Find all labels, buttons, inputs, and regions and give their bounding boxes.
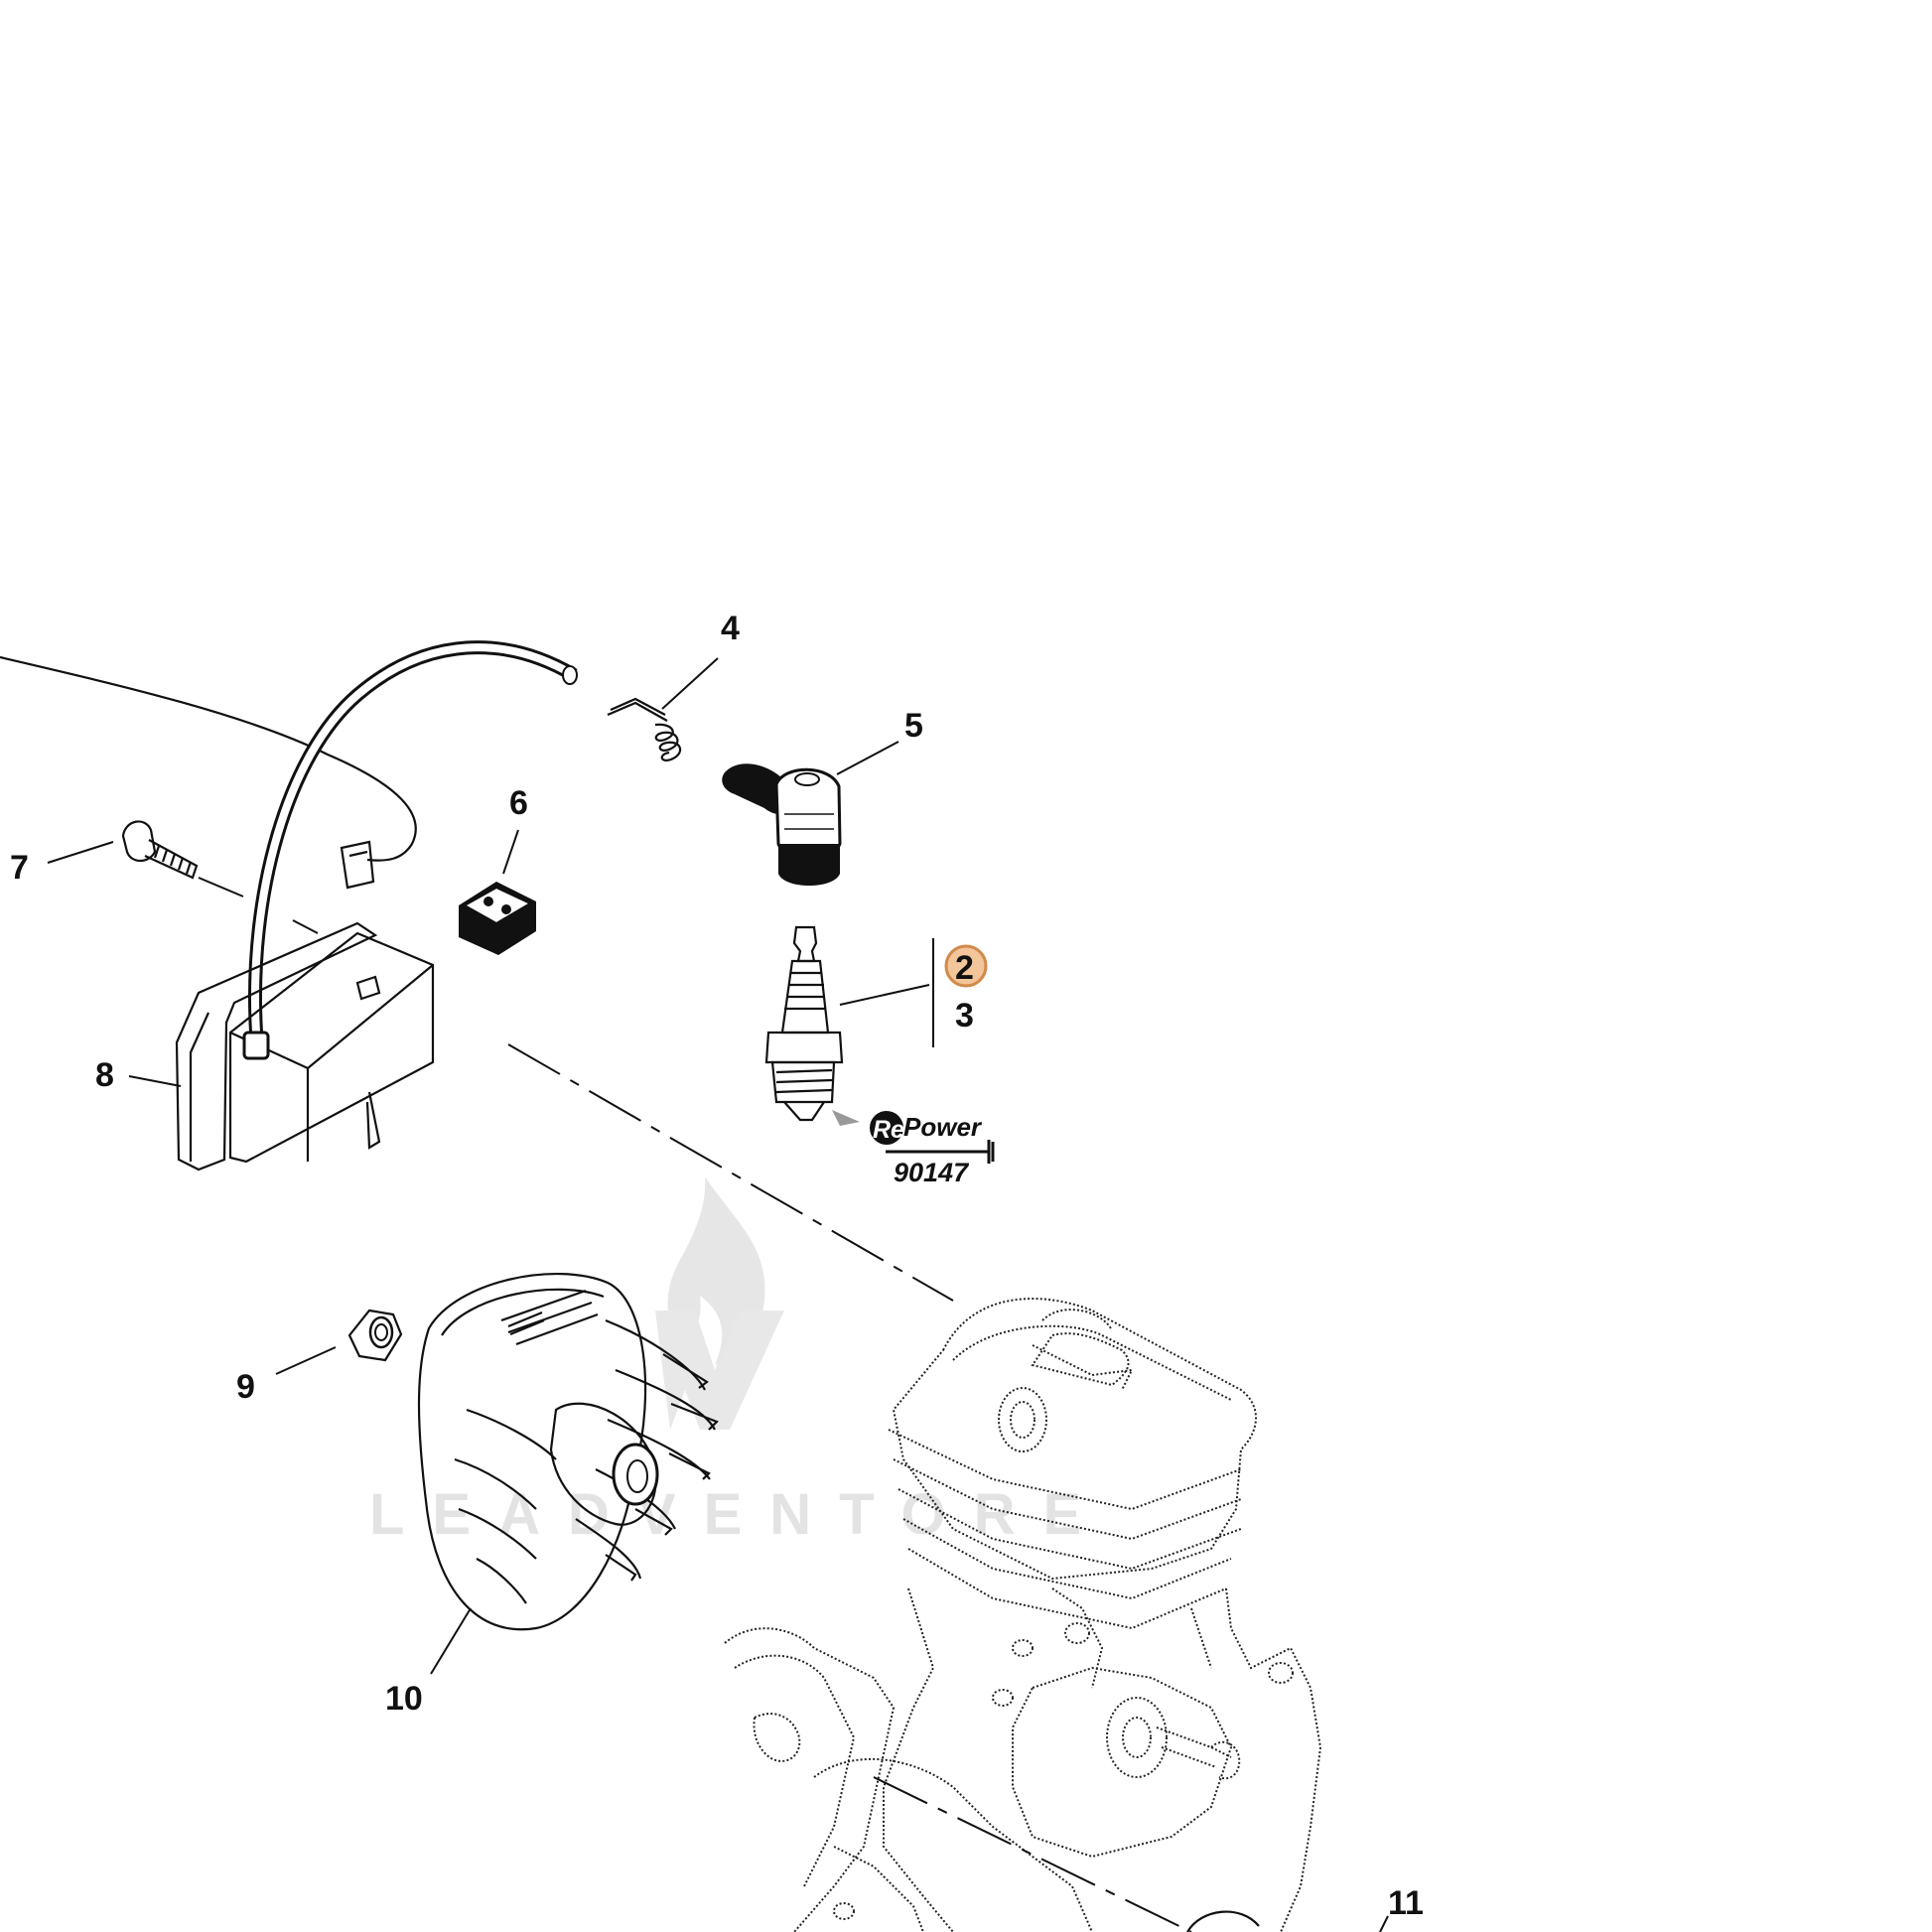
watermark: LEADVENTORE [369,1176,1109,1547]
callout-8[interactable]: 8 [95,1056,114,1094]
callout-2-highlight [944,944,988,988]
callout-11[interactable]: 11 [1388,1884,1424,1922]
repower-logo: Re Power 90147 [832,1110,995,1187]
leader-6 [502,829,519,875]
callout-4[interactable]: 4 [721,610,740,647]
callout-9[interactable]: 9 [236,1368,255,1406]
leader-11 [1379,1915,1389,1932]
repower-badge-icon [870,1111,903,1145]
spark-plug-part-2-3 [764,925,844,1122]
coil-lead-boot [242,1031,270,1060]
callout-7[interactable]: 7 [10,849,29,887]
grommet-part-6 [459,882,536,955]
ht-lead-end [562,665,578,685]
leader-8 [128,1075,182,1087]
leader-10 [430,1607,472,1675]
watermark-text: LEADVENTORE [369,1482,1109,1547]
ignition-coil-part-8 [175,921,435,1172]
repower-code: 90147 [894,1158,970,1187]
repower-prefix: Re [873,1116,904,1144]
leader-7b [198,877,319,934]
watermark-w-mark [655,1311,784,1430]
repower-suffix: Power [903,1112,983,1142]
spring-clip-part-4 [607,697,682,761]
leader-5 [836,741,899,775]
callout-3[interactable]: 3 [955,997,974,1035]
repower-underline [886,1140,995,1164]
leader-2-3 [839,938,934,1047]
screw-part-7 [121,820,199,880]
leader-7 [47,841,114,864]
nut-part-9 [347,1309,403,1362]
leader-9 [275,1346,337,1375]
centerline-coil-to-engine [507,1043,954,1302]
callout-5[interactable]: 5 [904,707,923,745]
callout-10[interactable]: 10 [385,1680,423,1718]
centerline-flywheel-axis [873,1776,1192,1932]
flywheel-part-10 [417,1272,719,1631]
leader-4 [661,657,719,710]
callout-6[interactable]: 6 [509,784,528,822]
ht-lead-wire-inner [251,643,577,1034]
part-11-ring [1186,1910,1260,1932]
ground-wire [0,655,417,862]
engine-block-reference [724,1298,1322,1932]
callout-2[interactable]: 2 [955,949,974,987]
ground-wire-terminal [340,840,375,890]
spark-plug-boot-part-5 [722,763,842,886]
